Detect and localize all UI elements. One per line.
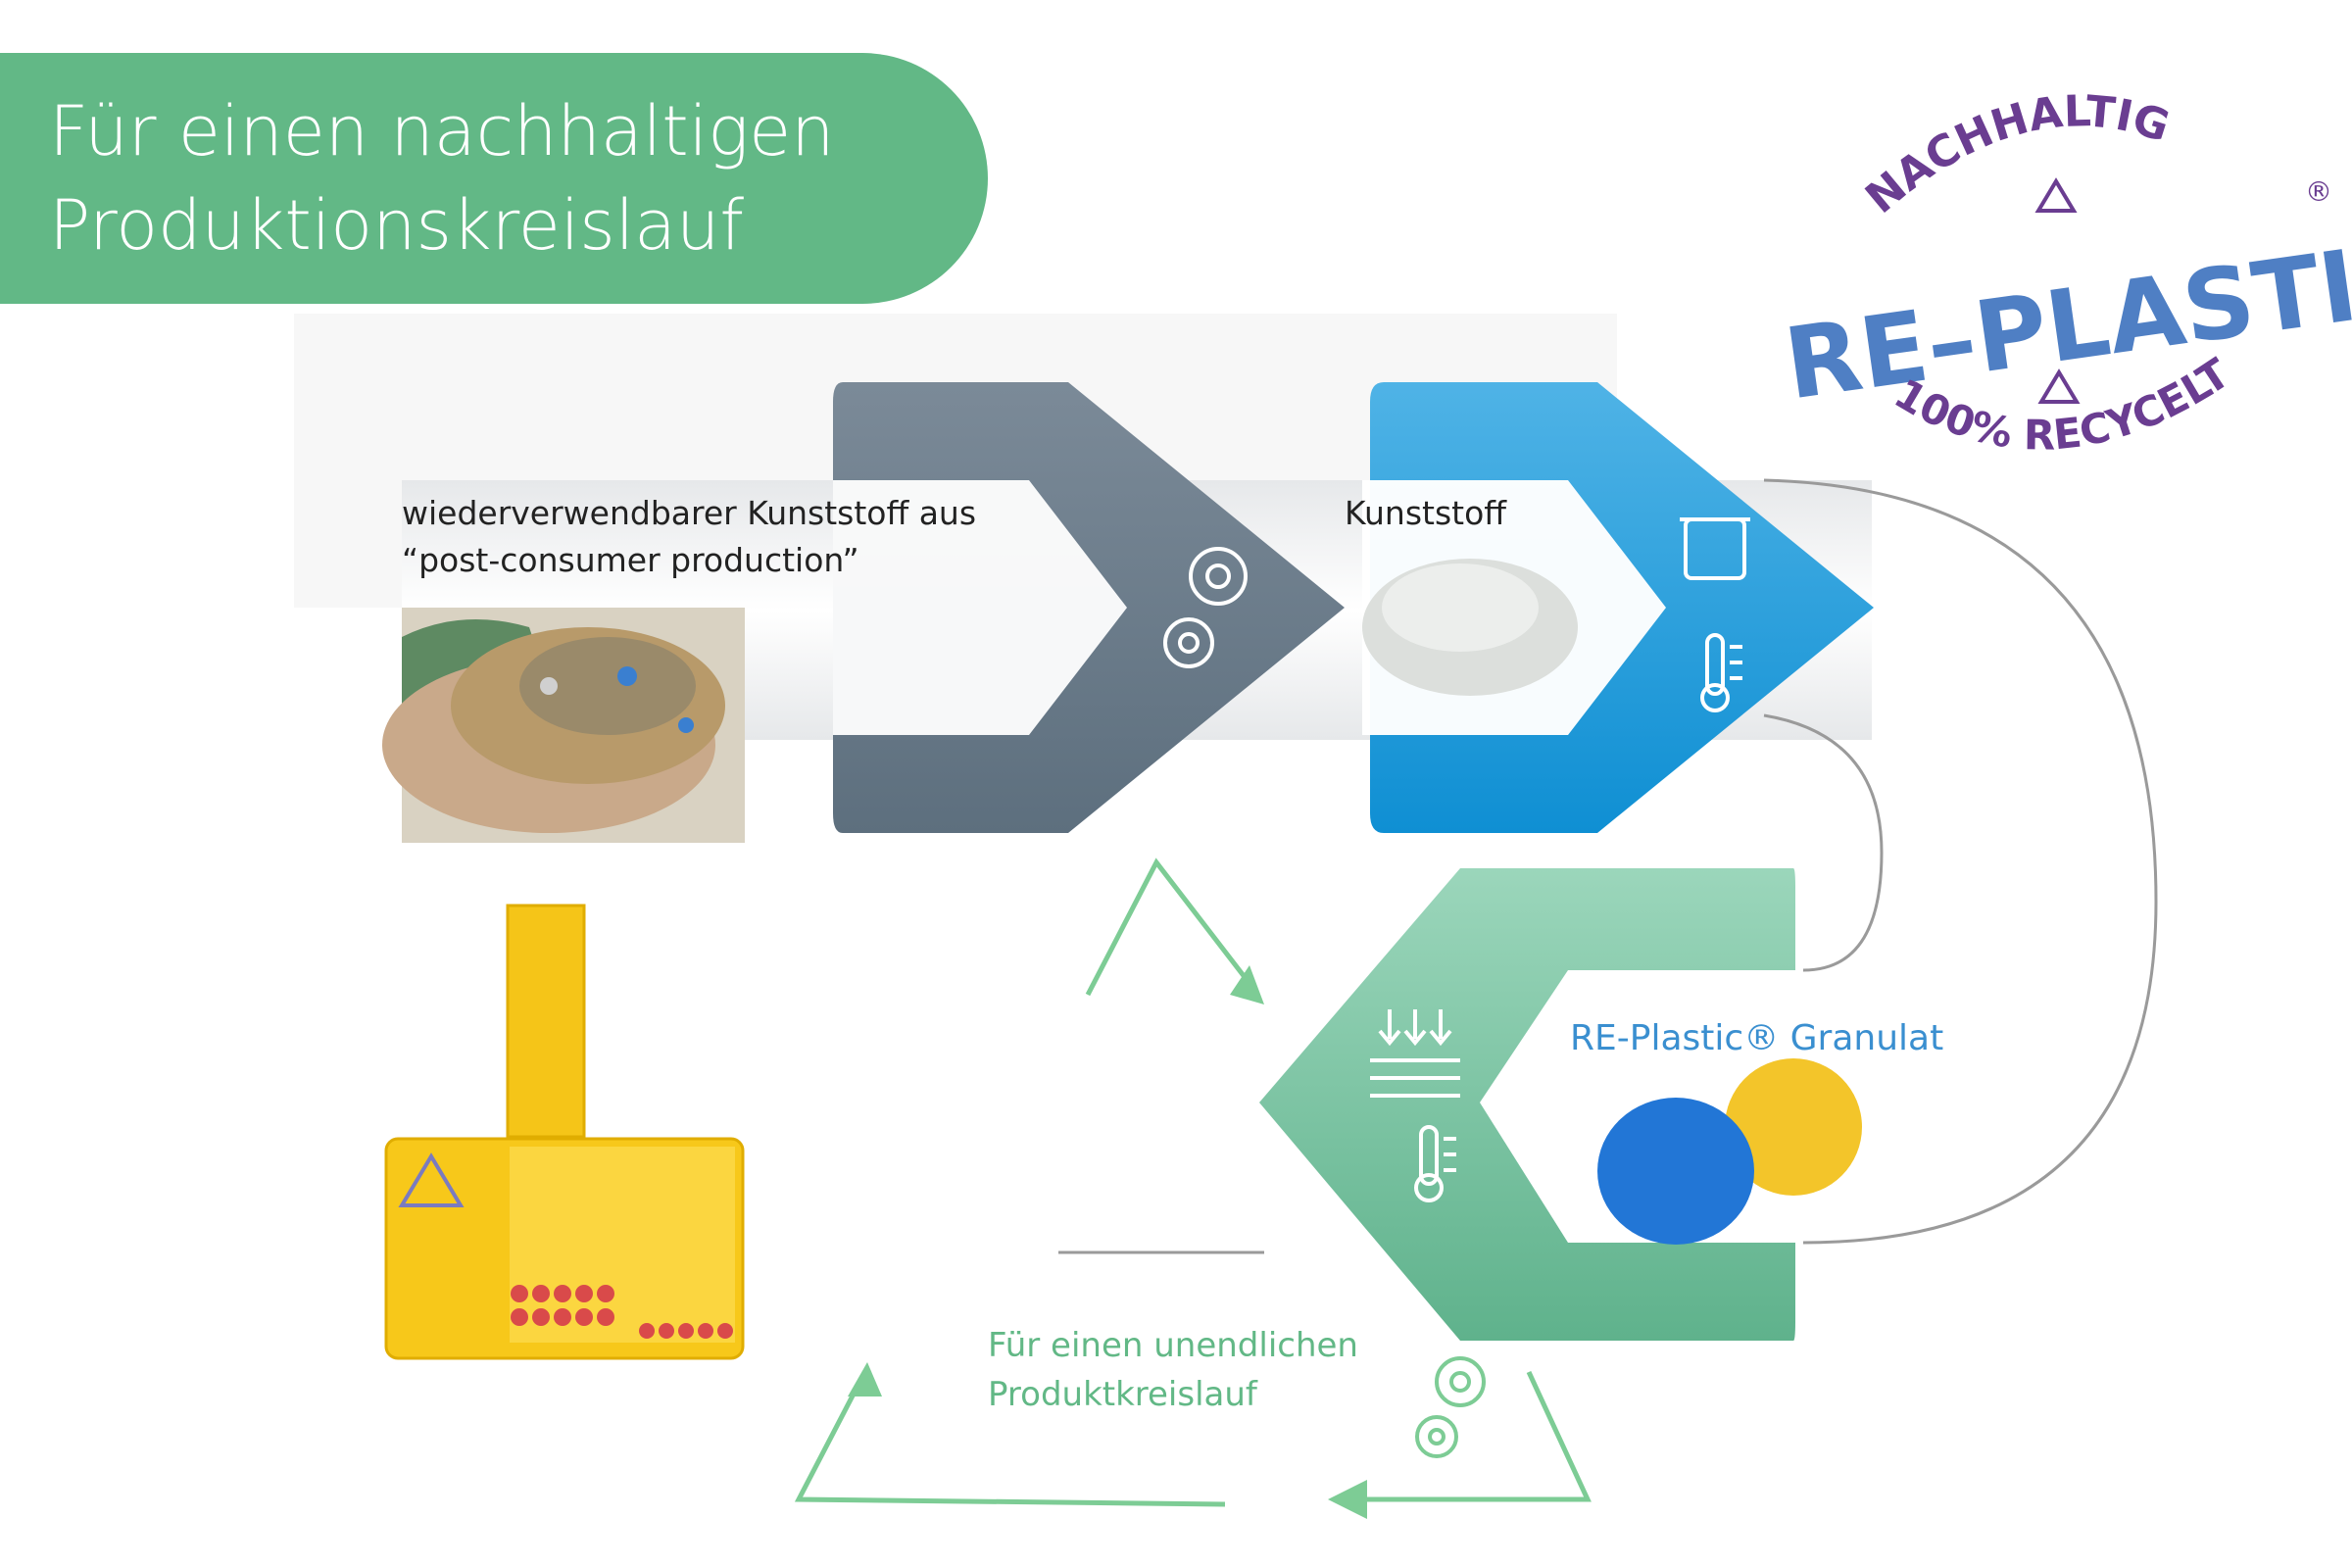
thermometer-icon-green: [1414, 1125, 1456, 1202]
gears-icon: [1163, 547, 1248, 668]
title-banner: [0, 53, 988, 304]
page-title: Für einen nachhaltigen Produktionskreisl…: [49, 84, 835, 272]
gears-icon-bottom: [1415, 1356, 1486, 1458]
cycle-arrowheads: [848, 965, 1367, 1519]
infinite-cycle-label: Für einen unendlichen Produktkreislauf: [988, 1321, 1358, 1419]
re-plastic-logo: NACHHALTIG RE–PLASTIC ® 100% RECYCELT: [1778, 86, 2352, 459]
logo-top-arc: NACHHALTIG: [1856, 86, 2175, 223]
granulate-image: [1597, 1058, 1862, 1245]
title-line-1: Für einen nachhaltigen: [49, 91, 835, 172]
connector-outer: [1763, 478, 2158, 1245]
cycle-arrows: [794, 858, 1592, 1507]
thermometer-icon: [1700, 633, 1742, 712]
recycled-material-image: [382, 608, 745, 843]
granulate-label: RE-Plastic® Granulat: [1570, 1018, 1944, 1058]
logo-registered: ®: [2305, 175, 2332, 208]
press-icon: [1370, 1009, 1460, 1098]
connector-inner: [1763, 713, 1884, 972]
logo-main: RE–PLASTIC: [1778, 219, 2352, 422]
source-label-line1: wiederverwendbarer Kunststoff aus: [402, 494, 976, 532]
infinite-line-2: Produktkreislauf: [988, 1375, 1257, 1414]
title-line-2: Produktionskreislauf: [49, 185, 745, 266]
plastic-pellets-image: [1362, 559, 1578, 696]
yellow-product-box: [384, 904, 745, 1360]
plastic-label: Kunststoff: [1345, 494, 1507, 532]
infinite-line-1: Für einen unendlichen: [988, 1326, 1358, 1365]
recycle-icon: [2034, 177, 2081, 404]
paint-bucket-icon: [1680, 517, 1750, 580]
source-label-line2: “post-consumer production”: [402, 541, 859, 579]
chevron-gray-inner: [833, 480, 1127, 735]
